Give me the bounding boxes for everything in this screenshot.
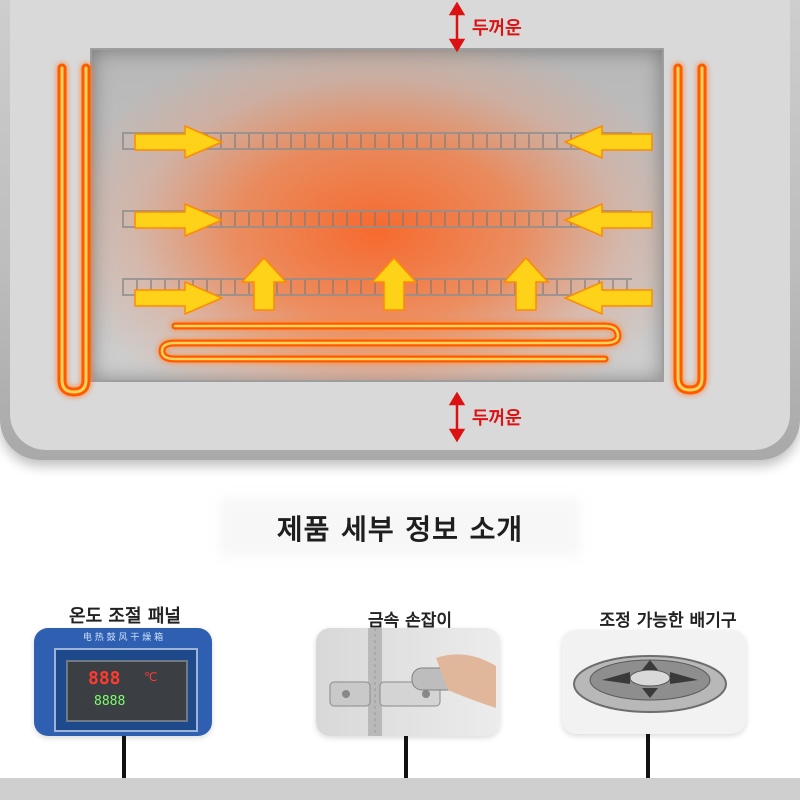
shelf-rack: [122, 132, 632, 150]
connector-line: [646, 734, 650, 800]
right-heater-element: [673, 63, 707, 395]
left-heater-element: [57, 63, 91, 397]
thickness-label-top: 두꺼운: [472, 18, 522, 39]
section-title: 제품 세부 정보 소개: [276, 513, 524, 546]
oven-bottom-preview: [0, 778, 800, 800]
controller-frame: 888 ℃ 8888: [54, 648, 198, 732]
heat-arrow-up-icon: [240, 256, 288, 311]
display-sub-value: 8888: [94, 694, 126, 709]
heat-arrow-right-icon: [134, 202, 224, 238]
heat-arrow-right-icon: [134, 280, 224, 316]
heat-arrow-up-icon: [502, 256, 550, 311]
connector-line: [404, 736, 408, 800]
handle-illustration: [329, 628, 496, 736]
feature-label-metal-handle: 금속 손잡이: [367, 611, 453, 631]
display-unit: ℃: [144, 670, 158, 684]
heating-diagram: [57, 1, 707, 443]
heat-arrow-left-icon: [563, 124, 653, 160]
heat-arrow-up-icon: [370, 256, 418, 311]
connector-line: [122, 736, 126, 800]
oven-illustration: 두꺼운 두꺼운: [0, 0, 800, 460]
controller-display: 888 ℃ 8888: [66, 660, 188, 722]
vent-illustration: [573, 655, 727, 713]
title-backdrop: [220, 498, 580, 556]
adjustable-vent-image: [562, 630, 746, 734]
shelf-rack: [122, 210, 632, 228]
feature-label-adjustable-vent: 조정 가능한 배기구: [599, 611, 737, 631]
heat-arrow-left-icon: [563, 202, 653, 238]
thickness-arrow-top-icon: [448, 1, 466, 53]
heat-arrow-right-icon: [134, 124, 224, 160]
thickness-label-bottom: 두꺼운: [472, 408, 522, 429]
temperature-panel-image: 电 热 鼓 风 干 燥 箱 888 ℃ 8888: [34, 628, 212, 736]
heat-arrow-left-icon: [563, 280, 653, 316]
display-value: 888: [88, 668, 121, 689]
feature-label-temperature-panel: 온도 조절 패널: [69, 606, 181, 627]
thickness-arrow-bottom-icon: [448, 391, 466, 443]
bottom-heater-element: [158, 322, 622, 363]
panel-header-text: 电 热 鼓 风 干 燥 箱: [82, 633, 164, 643]
metal-handle-image: [316, 628, 500, 736]
